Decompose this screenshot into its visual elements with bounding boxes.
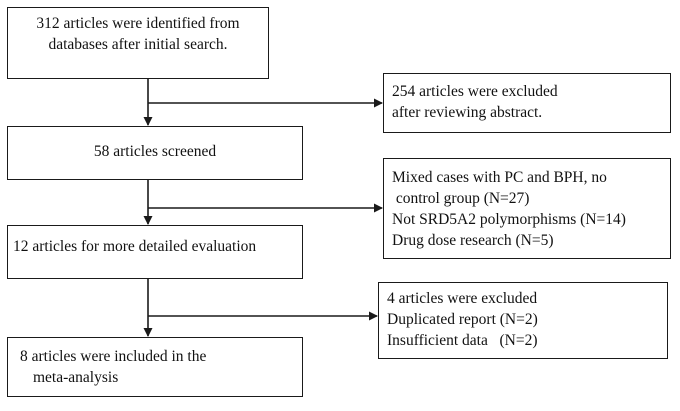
box-text-line: Not SRD5A2 polymorphisms (N=14)	[392, 211, 626, 228]
box-text-line: after reviewing abstract.	[392, 104, 543, 121]
box-excluded-screening: Mixed cases with PC and BPH, no control …	[383, 158, 671, 259]
box-excluded-evaluation: 4 articles were excluded Duplicated repo…	[378, 282, 668, 359]
box-identified: 312 articles were identified from databa…	[7, 7, 269, 79]
box-text-line: control group (N=27)	[392, 190, 530, 207]
box-text-line: Insufficient data (N=2)	[387, 332, 538, 349]
box-screened: 58 articles screened	[7, 126, 303, 180]
box-excluded-abstract: 254 articles were excluded after reviewi…	[383, 73, 671, 133]
box-text-line: 4 articles were excluded	[387, 290, 538, 307]
box-text-line: 8 articles were included in the	[20, 348, 207, 365]
box-text-line: Duplicated report (N=2)	[387, 311, 538, 328]
box-text-line: databases after initial search.	[48, 36, 228, 53]
box-text-line: 312 articles were identified from	[36, 15, 240, 32]
box-text-line: meta-analysis	[33, 369, 119, 386]
box-included: 8 articles were included in the meta-ana…	[7, 337, 303, 397]
box-text-line: 58 articles screened	[93, 143, 217, 160]
box-text-line: 254 articles were excluded	[392, 83, 558, 100]
box-text-line: Mixed cases with PC and BPH, no	[392, 169, 607, 186]
box-text-line: Drug dose research (N=5)	[392, 232, 554, 249]
box-text-line: 12 articles for more detailed evaluation	[13, 238, 257, 255]
box-detailed-evaluation: 12 articles for more detailed evaluation	[7, 225, 303, 279]
